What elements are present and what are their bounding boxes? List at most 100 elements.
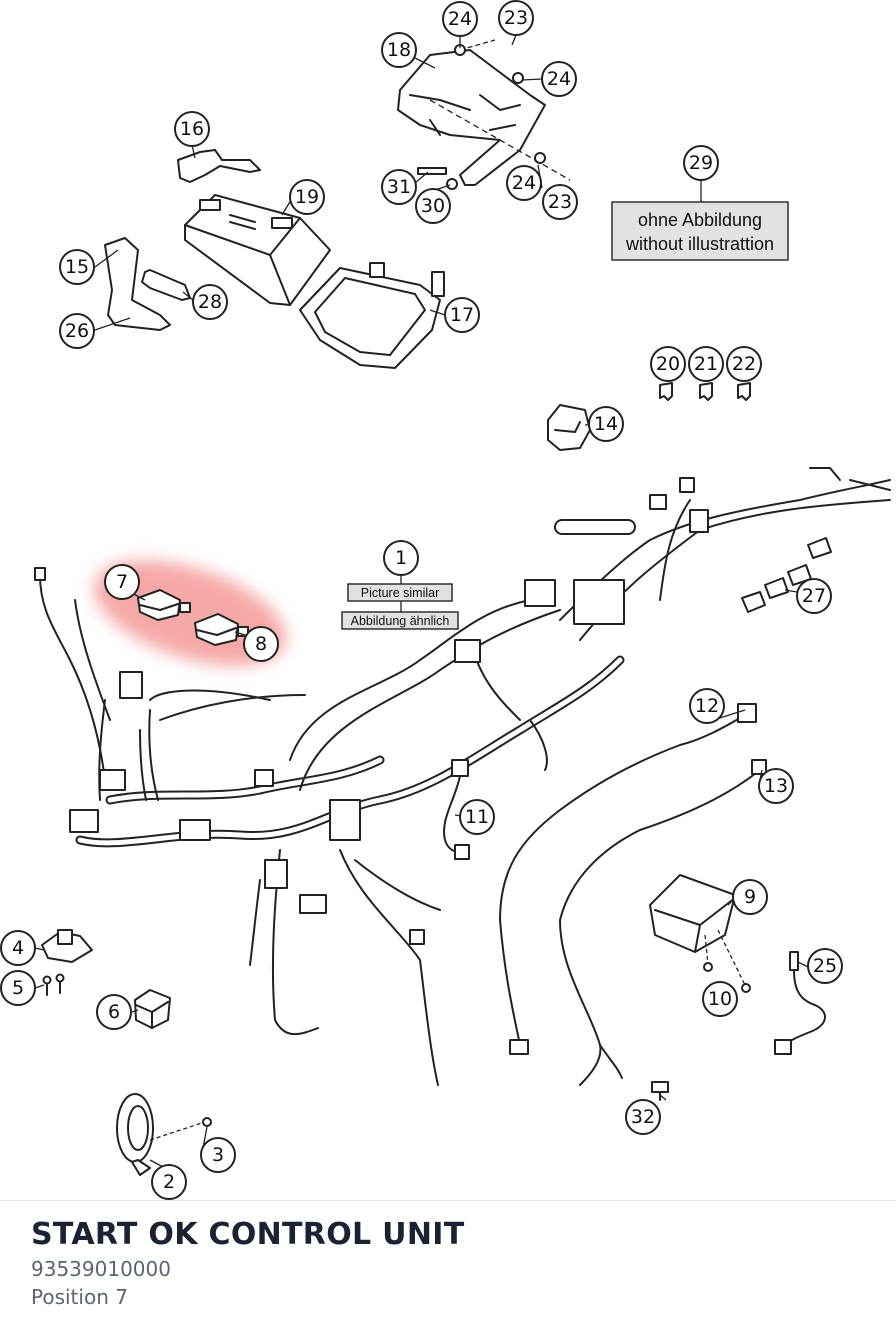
main-wiring-harness (34, 467, 891, 1086)
svg-text:29: 29 (689, 152, 713, 174)
label-1-box: Picture similar Abbildung ähnlich (341, 575, 459, 630)
svg-text:32: 32 (631, 1106, 655, 1128)
start-ok-control-unit-8 (194, 613, 249, 646)
cable-13 (558, 759, 767, 1086)
part-info-panel: START OK CONTROL UNIT 93539010000 Positi… (0, 1200, 896, 1336)
svg-text:31: 31 (387, 176, 411, 198)
cable-11 (443, 759, 470, 860)
callout-5[interactable]: 5 (0, 970, 36, 1006)
label-1-line1: Picture similar (361, 586, 440, 600)
svg-text:24: 24 (547, 68, 571, 90)
bracket-16 (177, 149, 261, 183)
callout-13[interactable]: 13 (758, 768, 794, 804)
callout-24-bottom[interactable]: 24 (506, 165, 542, 201)
fuses-20-22 (659, 382, 751, 401)
callout-3[interactable]: 3 (200, 1137, 236, 1173)
svg-text:5: 5 (12, 977, 24, 999)
callout-29[interactable]: 29 (683, 145, 719, 181)
part-number: 93539010000 (31, 1257, 171, 1281)
svg-text:25: 25 (813, 955, 837, 977)
svg-text:17: 17 (450, 304, 474, 326)
callout-6[interactable]: 6 (96, 994, 132, 1030)
callout-25[interactable]: 25 (807, 948, 843, 984)
callout-23-top[interactable]: 23 (498, 0, 534, 36)
callout-27[interactable]: 27 (796, 578, 832, 614)
label-1-line2: Abbildung ähnlich (351, 614, 450, 628)
svg-text:21: 21 (694, 353, 718, 375)
svg-text:6: 6 (108, 1001, 120, 1023)
battery-holder-17 (299, 262, 445, 369)
callout-24-top[interactable]: 24 (442, 1, 478, 37)
callout-30[interactable]: 30 (415, 188, 451, 224)
svg-text:2: 2 (163, 1171, 175, 1193)
svg-text:30: 30 (421, 195, 445, 217)
callout-14[interactable]: 14 (588, 406, 624, 442)
callout-31[interactable]: 31 (381, 169, 417, 205)
svg-text:24: 24 (512, 172, 536, 194)
start-ok-control-unit-7[interactable] (137, 589, 191, 621)
svg-text:7: 7 (116, 571, 128, 593)
screws-5 (42, 973, 65, 996)
callout-7[interactable]: 7 (104, 564, 140, 600)
svg-text:14: 14 (594, 413, 618, 435)
svg-text:28: 28 (198, 291, 222, 313)
callout-2[interactable]: 2 (151, 1164, 187, 1200)
svg-text:13: 13 (764, 775, 788, 797)
svg-text:24: 24 (448, 8, 472, 30)
callout-28[interactable]: 28 (192, 284, 228, 320)
callout-20[interactable]: 20 (650, 346, 686, 382)
callout-11[interactable]: 11 (459, 799, 495, 835)
callout-18[interactable]: 18 (381, 32, 417, 68)
callout-32[interactable]: 32 (625, 1099, 661, 1135)
svg-text:8: 8 (255, 633, 267, 655)
svg-text:19: 19 (295, 186, 319, 208)
callout-19[interactable]: 19 (289, 179, 325, 215)
bolt-32 (651, 1081, 669, 1101)
callout-26[interactable]: 26 (59, 313, 95, 349)
svg-text:23: 23 (504, 7, 528, 29)
bracket-18 (397, 39, 571, 190)
svg-text:23: 23 (548, 191, 572, 213)
cable-12 (498, 703, 757, 1055)
relays-27 (741, 537, 832, 613)
callout-22[interactable]: 22 (726, 346, 762, 382)
label-29-box: ohne Abbildung without illustrattion (611, 181, 789, 261)
svg-text:10: 10 (708, 988, 732, 1010)
svg-text:12: 12 (695, 695, 719, 717)
svg-text:4: 4 (12, 937, 24, 959)
svg-text:9: 9 (744, 886, 756, 908)
battery-19 (184, 194, 331, 306)
callout-10[interactable]: 10 (702, 981, 738, 1017)
callout-16[interactable]: 16 (174, 111, 210, 147)
svg-text:15: 15 (65, 256, 89, 278)
svg-text:3: 3 (212, 1144, 224, 1166)
callout-4[interactable]: 4 (0, 930, 36, 966)
callout-9[interactable]: 9 (732, 879, 768, 915)
relay-14 (547, 404, 591, 451)
sensor-25 (774, 951, 826, 1055)
bracket-15 (104, 237, 171, 331)
callout-21[interactable]: 21 (688, 346, 724, 382)
callout-1[interactable]: 1 (383, 540, 419, 576)
callout-17[interactable]: 17 (444, 297, 480, 333)
callout-8[interactable]: 8 (243, 626, 279, 662)
horn-2 (116, 1093, 212, 1176)
holder-4 (41, 929, 93, 963)
svg-text:11: 11 (465, 806, 489, 828)
part-position: Position 7 (31, 1285, 128, 1309)
exploded-parts-diagram: ohne Abbildung without illustrattion Pic… (0, 0, 891, 1200)
label-29-line2: without illustrattion (625, 234, 774, 254)
regulator-9 (649, 874, 751, 993)
strap-28 (141, 269, 191, 301)
svg-text:16: 16 (180, 118, 204, 140)
svg-text:18: 18 (387, 39, 411, 61)
callout-24-right[interactable]: 24 (541, 61, 577, 97)
svg-text:1: 1 (395, 547, 407, 569)
svg-text:27: 27 (802, 585, 826, 607)
svg-text:20: 20 (656, 353, 680, 375)
callout-15[interactable]: 15 (59, 249, 95, 285)
callout-12[interactable]: 12 (689, 688, 725, 724)
callout-23-bottom[interactable]: 23 (542, 184, 578, 220)
part-title: START OK CONTROL UNIT (31, 1217, 465, 1252)
relay-6 (134, 989, 171, 1029)
